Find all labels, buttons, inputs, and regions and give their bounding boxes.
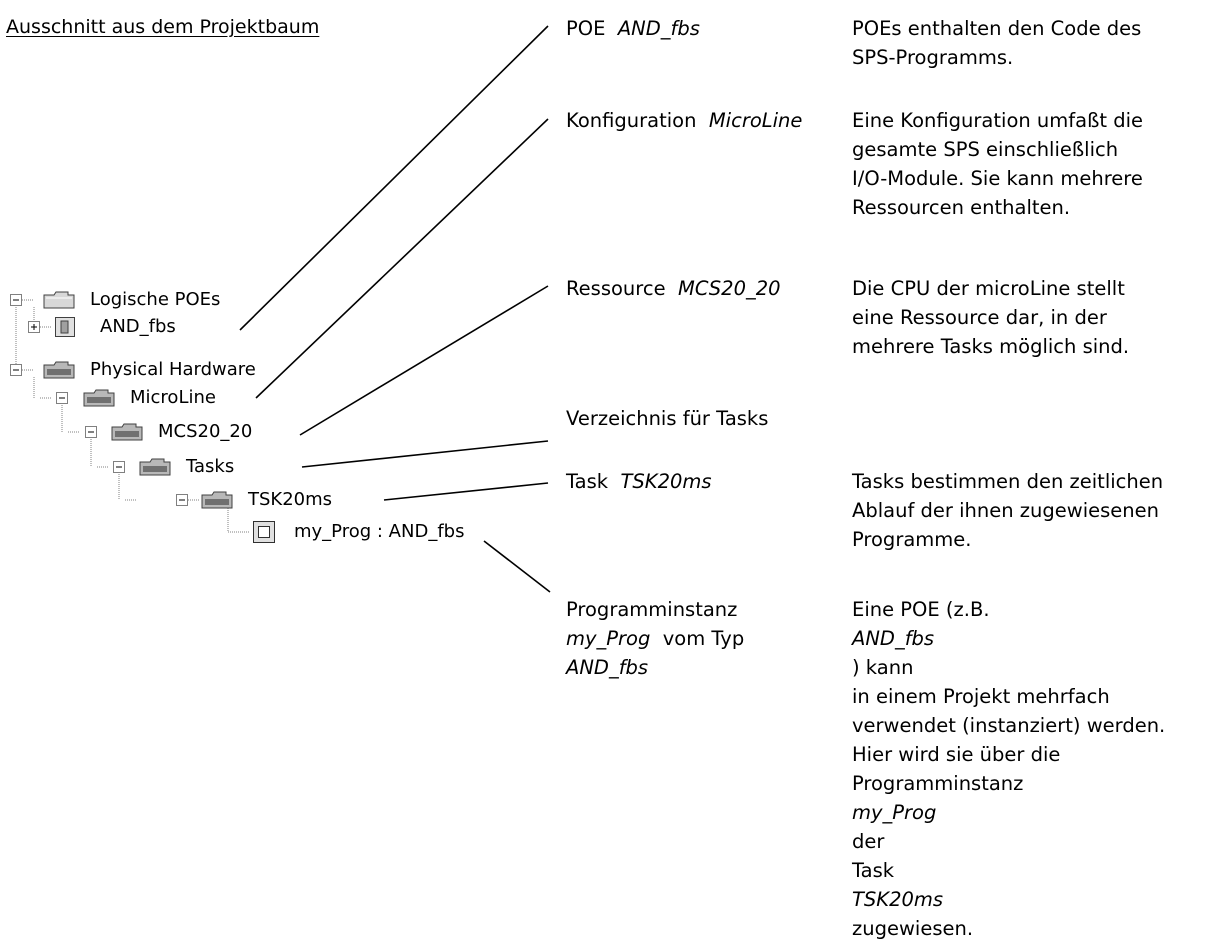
label-verzeichnis-tasks: Verzeichnis für Tasks — [566, 407, 769, 430]
folder-icon — [201, 491, 233, 509]
collapse-icon[interactable] — [85, 426, 97, 438]
desc-poe: POEs enthalten den Code des SPS-Programm… — [852, 17, 1142, 69]
collapse-icon[interactable] — [176, 494, 188, 506]
tree-item-physical-hardware[interactable]: Physical Hardware — [90, 359, 256, 380]
program-instance-icon — [253, 521, 275, 543]
tree-item-my-prog[interactable]: my_Prog : AND_fbs — [294, 521, 465, 542]
tree-item-tsk20ms[interactable]: TSK20ms — [248, 489, 333, 510]
folder-icon — [83, 389, 115, 407]
tree-item-tasks[interactable]: Tasks — [186, 456, 235, 477]
label-programminstanz: Programminstanz my_Prog vom Typ AND_fbs — [566, 598, 745, 679]
desc-programminstanz: Eine POE (z.B. AND_fbs) kann in einem Pr… — [852, 598, 1166, 940]
label-ressource: Ressource MCS20_20 — [566, 277, 781, 300]
folder-icon — [139, 458, 171, 476]
callout-line-task — [383, 482, 549, 501]
desc-task: Tasks bestimmen den zeitlichen Ablauf de… — [852, 470, 1164, 551]
tree-connectors — [15, 299, 250, 533]
label-konfiguration: Konfiguration MicroLine — [566, 109, 803, 132]
collapse-icon[interactable] — [113, 461, 125, 473]
callout-lines — [239, 25, 551, 593]
tree-item-logische-poes[interactable]: Logische POEs — [90, 289, 221, 310]
collapse-icon[interactable] — [10, 294, 22, 306]
callout-line-tasks — [301, 440, 549, 468]
poe-icon — [55, 317, 75, 337]
label-task: Task TSK20ms — [566, 470, 712, 493]
folder-icon — [43, 361, 75, 379]
callout-line-programminstanz — [483, 540, 551, 593]
section-title: Ausschnitt aus dem Projektbaum — [6, 16, 320, 38]
callout-line-ressource — [299, 285, 549, 436]
project-tree: Logische POEs AND_fbs Physical Hardware … — [0, 0, 560, 797]
folder-icon — [43, 291, 75, 309]
tree-item-and-fbs[interactable]: AND_fbs — [100, 316, 176, 337]
callout-line-konfiguration — [255, 118, 549, 399]
collapse-icon[interactable] — [56, 392, 68, 404]
tree-item-mcs20-20[interactable]: MCS20_20 — [158, 421, 253, 442]
desc-ressource: Die CPU der microLine stellt eine Ressou… — [852, 277, 1130, 358]
tree-item-microline[interactable]: MicroLine — [130, 387, 216, 408]
callout-line-poe — [239, 25, 549, 331]
collapse-icon[interactable] — [10, 364, 22, 376]
desc-konfiguration: Eine Konfiguration umfaßt die gesamte SP… — [852, 109, 1144, 219]
label-poe: POE AND_fbs — [566, 17, 700, 40]
expand-icon[interactable] — [28, 321, 40, 333]
folder-icon — [111, 423, 143, 441]
